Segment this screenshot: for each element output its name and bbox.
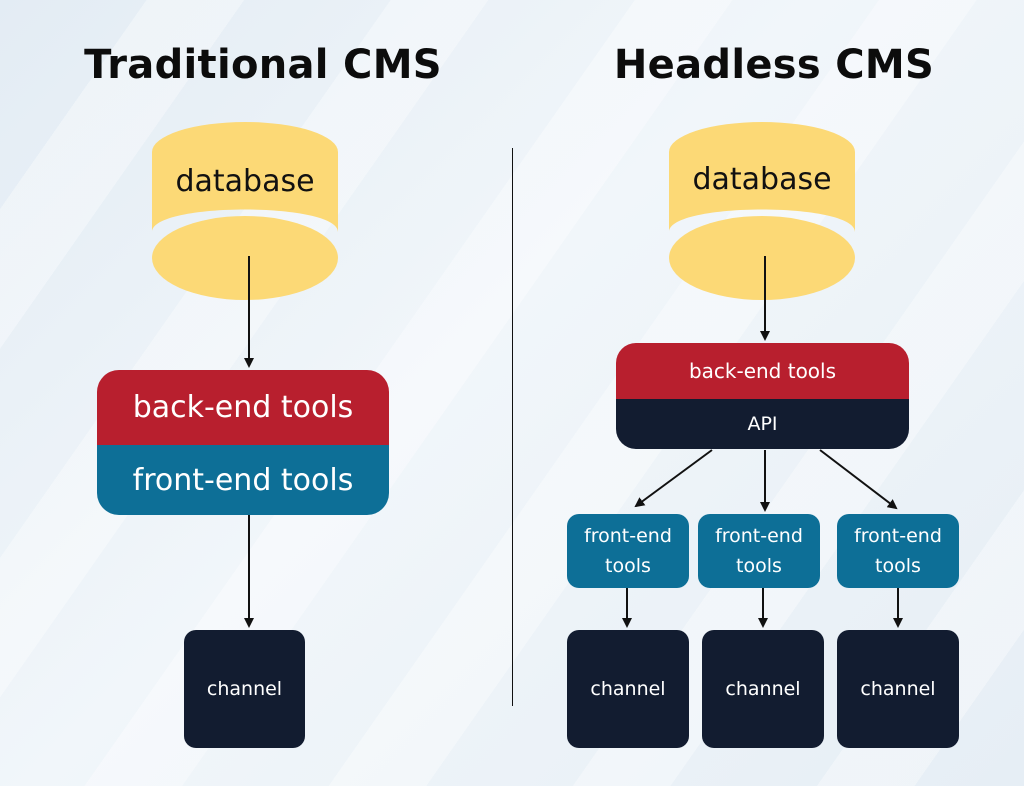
arrow-api-to-frontend-1 <box>634 449 713 508</box>
traditional-channel: channel <box>184 630 305 748</box>
headless-cms-title: Headless CMS <box>613 42 935 88</box>
traditional-database-label: database <box>175 164 315 199</box>
arrow-api-to-frontend-3 <box>819 449 898 510</box>
headless-channel-1: channel <box>567 630 689 748</box>
headless-front-end-tools-1: front-end tools <box>567 514 689 588</box>
front-end-label-line1: front-end <box>715 525 803 547</box>
front-end-label-line1: front-end <box>854 525 942 547</box>
front-end-label-line2: tools <box>736 555 782 577</box>
headless-api: API <box>616 399 909 449</box>
headless-channel-2: channel <box>702 630 824 748</box>
traditional-tools-stack: back-end tools front-end tools <box>97 370 389 515</box>
headless-back-end-tools: back-end tools <box>616 343 909 399</box>
front-end-label-line2: tools <box>605 555 651 577</box>
headless-database-label: database <box>692 162 832 197</box>
section-divider <box>512 148 513 706</box>
front-end-label-line2: tools <box>875 555 921 577</box>
headless-front-end-tools-2: front-end tools <box>698 514 820 588</box>
headless-channel-3: channel <box>837 630 959 748</box>
traditional-database-node: database <box>152 122 338 300</box>
traditional-front-end-tools: front-end tools <box>97 445 389 515</box>
front-end-label-line1: front-end <box>584 525 672 547</box>
traditional-cms-title: Traditional CMS <box>84 42 442 88</box>
headless-database-node: database <box>669 122 855 300</box>
traditional-back-end-tools: back-end tools <box>97 370 389 445</box>
headless-front-end-tools-3: front-end tools <box>837 514 959 588</box>
database-cylinder-icon <box>669 122 855 300</box>
headless-tools-stack: back-end tools API <box>616 343 909 449</box>
database-cylinder-icon <box>152 122 338 300</box>
